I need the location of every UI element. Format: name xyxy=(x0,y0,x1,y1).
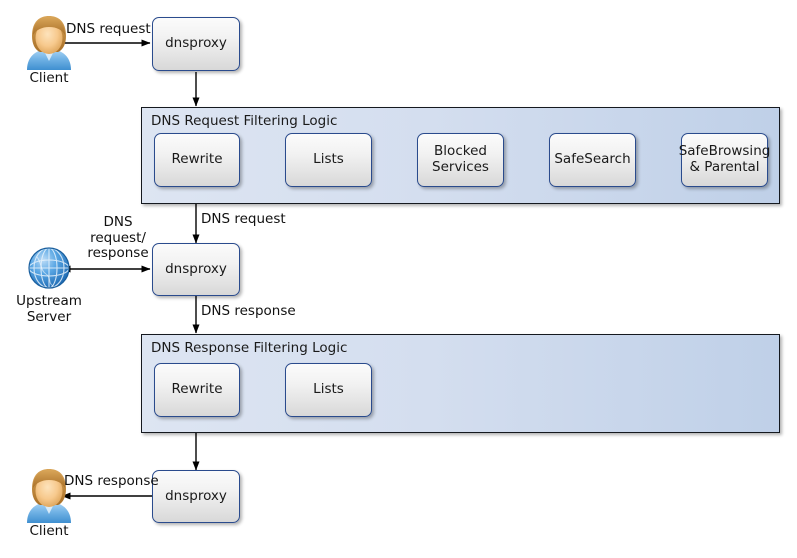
upstream-server-label: Upstream Server xyxy=(16,293,82,325)
node-dnsproxy-top[interactable]: dnsproxy xyxy=(152,17,240,71)
person-icon xyxy=(27,16,71,70)
edge-label-client-to-dnsproxy: DNS request xyxy=(66,21,151,37)
client-bottom-label: Client xyxy=(29,523,69,539)
globe-icon xyxy=(28,247,70,289)
upstream-server-icon-wrap xyxy=(24,243,74,297)
node-request-safesearch[interactable]: SafeSearch xyxy=(549,133,636,187)
client-bottom-icon-wrap xyxy=(22,467,76,527)
group-title-response-filtering-logic: DNS Response Filtering Logic xyxy=(151,340,348,356)
group-title-request-filtering-logic: DNS Request Filtering Logic xyxy=(151,113,338,129)
edge-label-dnsproxy-to-upstream: DNS request/ response xyxy=(87,214,149,262)
node-request-blocked-services[interactable]: Blocked Services xyxy=(417,133,504,187)
edge-label-dnsproxy-to-client: DNS response xyxy=(64,473,159,489)
node-request-safebrowsing-parental[interactable]: SafeBrowsing & Parental xyxy=(679,133,770,187)
node-request-lists[interactable]: Lists xyxy=(285,133,372,187)
node-dnsproxy-middle[interactable]: dnsproxy xyxy=(152,243,240,296)
client-top-icon-wrap xyxy=(22,14,76,74)
group-response-filtering-logic: DNS Response Filtering Logic xyxy=(141,334,780,433)
node-response-rewrite[interactable]: Rewrite xyxy=(154,363,240,417)
node-request-rewrite[interactable]: Rewrite xyxy=(154,133,240,187)
edge-label-dnsproxy-to-group: DNS response xyxy=(201,303,296,319)
edge-label-group-to-dnsproxy: DNS request xyxy=(201,211,286,227)
client-top-label: Client xyxy=(29,70,69,86)
node-response-lists[interactable]: Lists xyxy=(285,363,372,417)
person-icon xyxy=(27,469,71,523)
node-dnsproxy-bottom[interactable]: dnsproxy xyxy=(152,470,240,523)
